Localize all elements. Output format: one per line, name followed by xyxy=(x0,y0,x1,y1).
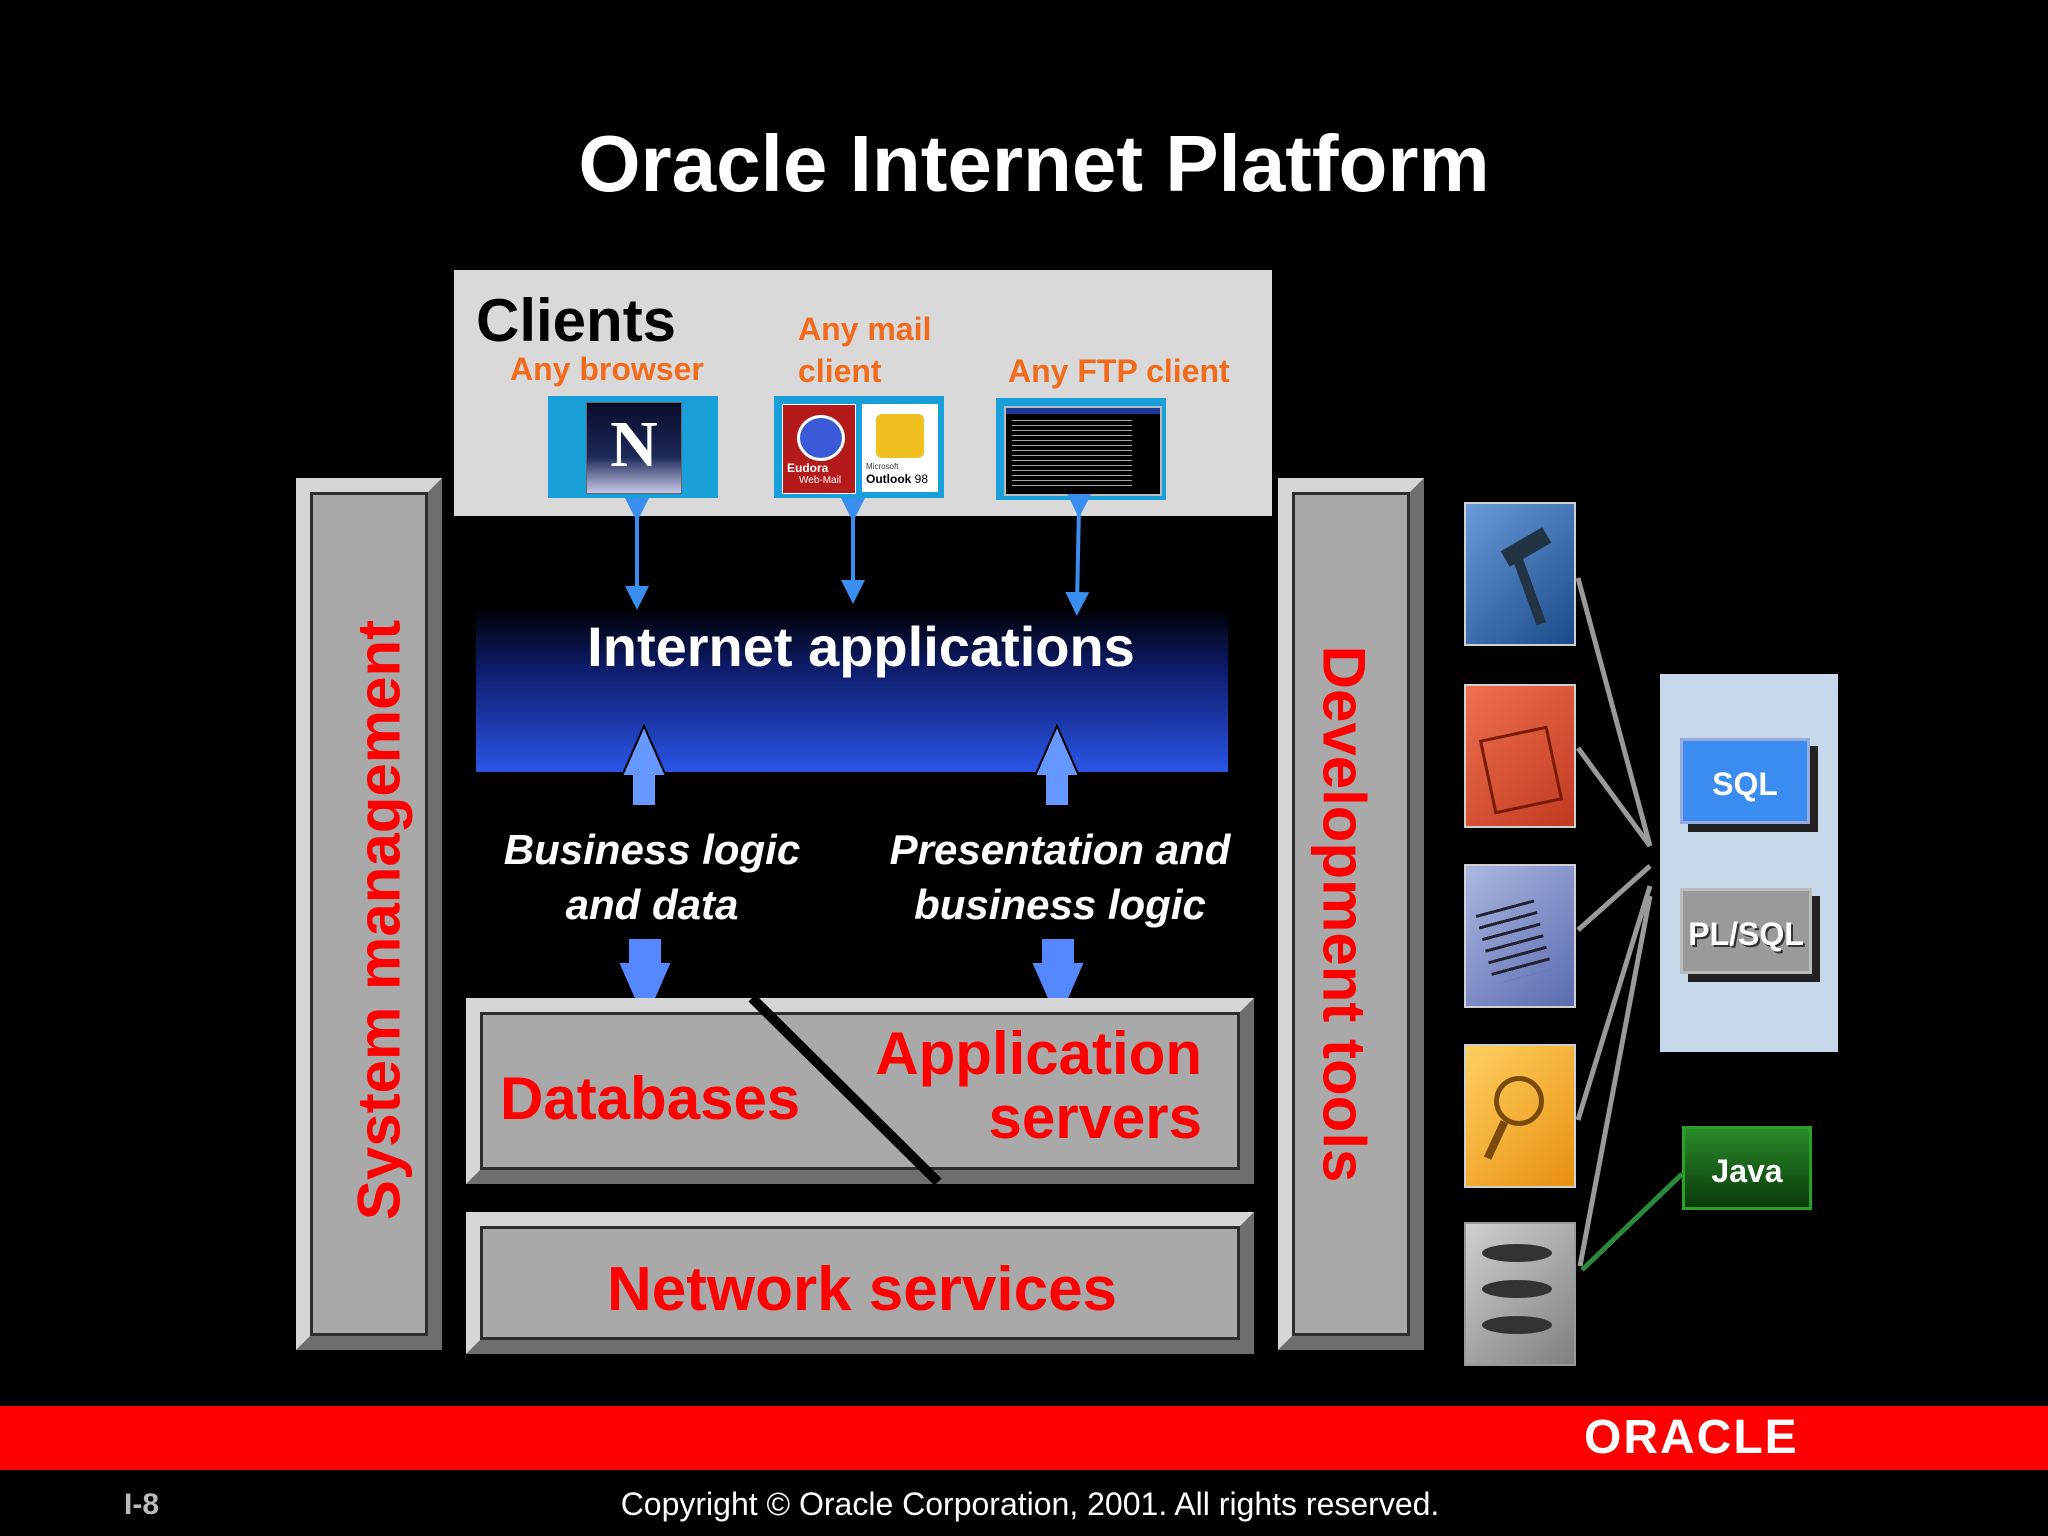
business-logic-text: Business logic and data xyxy=(462,822,842,932)
mail-client-icon: Eudora Web-Mail Microsoft Outlook 98 xyxy=(774,396,944,498)
left-down-arrow xyxy=(616,937,674,1027)
browser-label: Any browser xyxy=(510,351,704,387)
network-services-label: Network services xyxy=(606,1255,1118,1324)
right-up-arrow xyxy=(1033,723,1081,807)
outlook-version: 98 xyxy=(914,472,929,486)
magnifier-icon xyxy=(1464,1044,1576,1188)
internet-applications-label: Internet applications xyxy=(587,615,1135,678)
page-number: I-8 xyxy=(124,1488,160,1521)
left-up-arrow xyxy=(620,723,668,807)
application-servers-line1: Application xyxy=(875,1020,1202,1087)
java-box: Java xyxy=(1682,1126,1812,1210)
presentation-logic-text: Presentation and business logic xyxy=(860,822,1260,932)
languages-panel xyxy=(1660,674,1838,1052)
application-servers-line2: servers xyxy=(988,1084,1202,1151)
mail-label: Any mail client xyxy=(798,308,931,392)
business-logic-line2: and data xyxy=(565,881,739,928)
plsql-box: PL/SQL xyxy=(1680,888,1812,974)
hammer-icon xyxy=(1464,502,1576,646)
eudora-sub: Web-Mail xyxy=(799,475,842,486)
application-servers-label: Application servers xyxy=(846,1022,1202,1150)
sql-box: SQL xyxy=(1680,738,1810,824)
databases-appservers-box xyxy=(466,998,1254,1184)
mail-label-line2: client xyxy=(798,353,882,389)
netscape-browser-icon: N xyxy=(548,396,718,498)
building-icon xyxy=(1464,684,1576,828)
slide-title: Oracle Internet Platform xyxy=(578,119,1490,208)
footer-bar xyxy=(0,1406,2048,1470)
ftp-arrow xyxy=(1065,493,1092,616)
right-down-arrow xyxy=(1029,937,1087,1027)
system-management-pillar xyxy=(296,478,442,1350)
presentation-logic-line1: Presentation and xyxy=(889,826,1231,873)
internet-applications-panel xyxy=(476,608,1228,772)
ftp-client-icon xyxy=(996,398,1166,500)
document-icon xyxy=(1464,864,1576,1008)
netscape-letter: N xyxy=(610,408,658,481)
network-services-box xyxy=(466,1212,1254,1354)
databases-label: Databases xyxy=(500,1065,801,1132)
java-connector xyxy=(1580,1172,1684,1272)
presentation-logic-line2: business logic xyxy=(914,881,1206,928)
eudora-text: Eudora xyxy=(787,461,829,475)
mail-label-line1: Any mail xyxy=(798,311,932,347)
copyright-text: Copyright © Oracle Corporation, 2001. Al… xyxy=(620,1486,1440,1522)
coffee-cups-icon xyxy=(1464,1222,1576,1366)
ftp-label: Any FTP client xyxy=(1008,353,1230,389)
oracle-logo: ORACLE xyxy=(1584,1411,1799,1464)
development-tools-pillar xyxy=(1278,478,1424,1350)
outlook-small: Microsoft xyxy=(866,462,899,471)
outlook-text: Outlook xyxy=(866,472,912,486)
clients-heading: Clients xyxy=(476,287,677,354)
business-logic-line1: Business logic xyxy=(503,826,801,873)
